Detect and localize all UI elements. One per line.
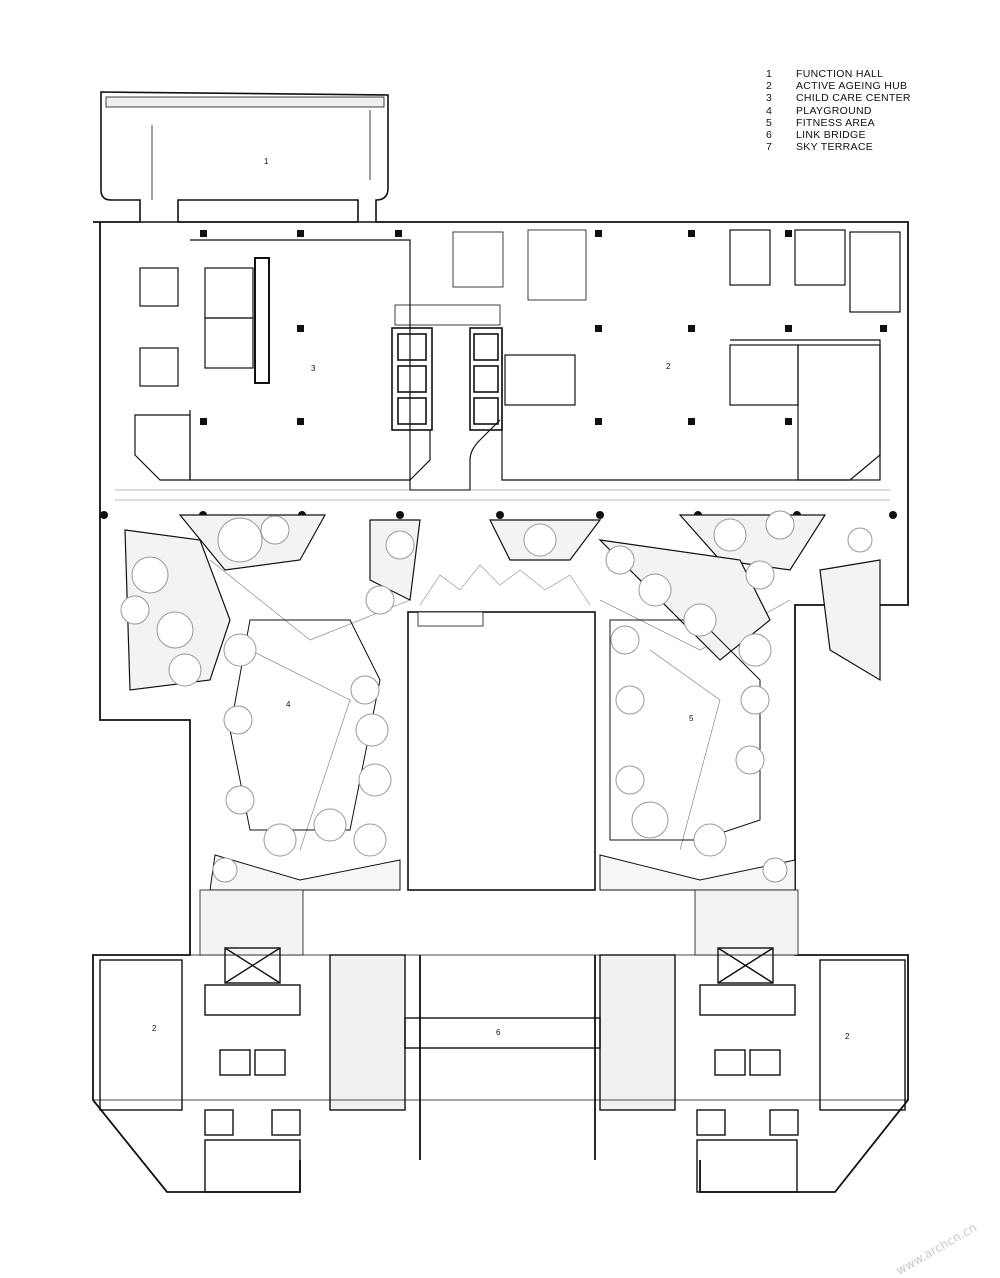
label-playground: 4: [286, 700, 291, 709]
legend-row: 2 ACTIVE AGEING HUB: [766, 80, 911, 92]
function-hall-block: [100, 91, 389, 223]
label-fitness-area: 5: [689, 714, 694, 723]
legend-row: 6 LINK BRIDGE: [766, 129, 911, 141]
legend-number: 1: [766, 68, 773, 80]
legend-row: 5 FITNESS AREA: [766, 117, 911, 129]
legend-number: 5: [766, 116, 773, 129]
legend-number: 7: [766, 141, 773, 154]
legend-row: 4 PLAYGROUND: [766, 105, 911, 117]
label-active-ageing-hub-upper: 2: [666, 362, 671, 371]
legend-label: FITNESS AREA: [796, 116, 875, 129]
label-active-ageing-hub-left: 2: [152, 1024, 157, 1033]
legend-number: 2: [766, 80, 773, 93]
active-ageing-hub-upper: [501, 229, 901, 481]
legend-number: 4: [766, 104, 773, 117]
label-active-ageing-hub-right: 2: [845, 1032, 850, 1041]
trees: [120, 510, 873, 883]
label-function-hall: 1: [264, 157, 269, 166]
room-labels: 1 2 3 4 5 6 2 2: [152, 157, 850, 1041]
towers-and-bridge: [93, 889, 908, 1193]
legend-label: ACTIVE AGEING HUB: [796, 80, 908, 93]
legend-row: 3 CHILD CARE CENTER: [766, 92, 911, 104]
legend-label: FUNCTION HALL: [796, 68, 884, 80]
legend-number: 3: [766, 92, 773, 105]
circulation-paths: [115, 489, 890, 851]
child-care-center: [134, 239, 501, 491]
label-child-care-center: 3: [311, 364, 316, 373]
legend-row: 7 SKY TERRACE: [766, 141, 911, 153]
central-core: [391, 229, 587, 431]
central-void: [407, 564, 596, 891]
legend-row: 1 FUNCTION HALL: [766, 68, 911, 80]
legend-label: CHILD CARE CENTER: [796, 92, 911, 105]
legend-label: SKY TERRACE: [796, 141, 874, 154]
legend-label: LINK BRIDGE: [796, 128, 866, 141]
legend-number: 6: [766, 128, 773, 141]
label-link-bridge: 6: [496, 1028, 501, 1037]
legend-label: PLAYGROUND: [796, 104, 872, 117]
legend: 1 FUNCTION HALL 2 ACTIVE AGEING HUB 3 CHILD C…: [766, 68, 911, 153]
